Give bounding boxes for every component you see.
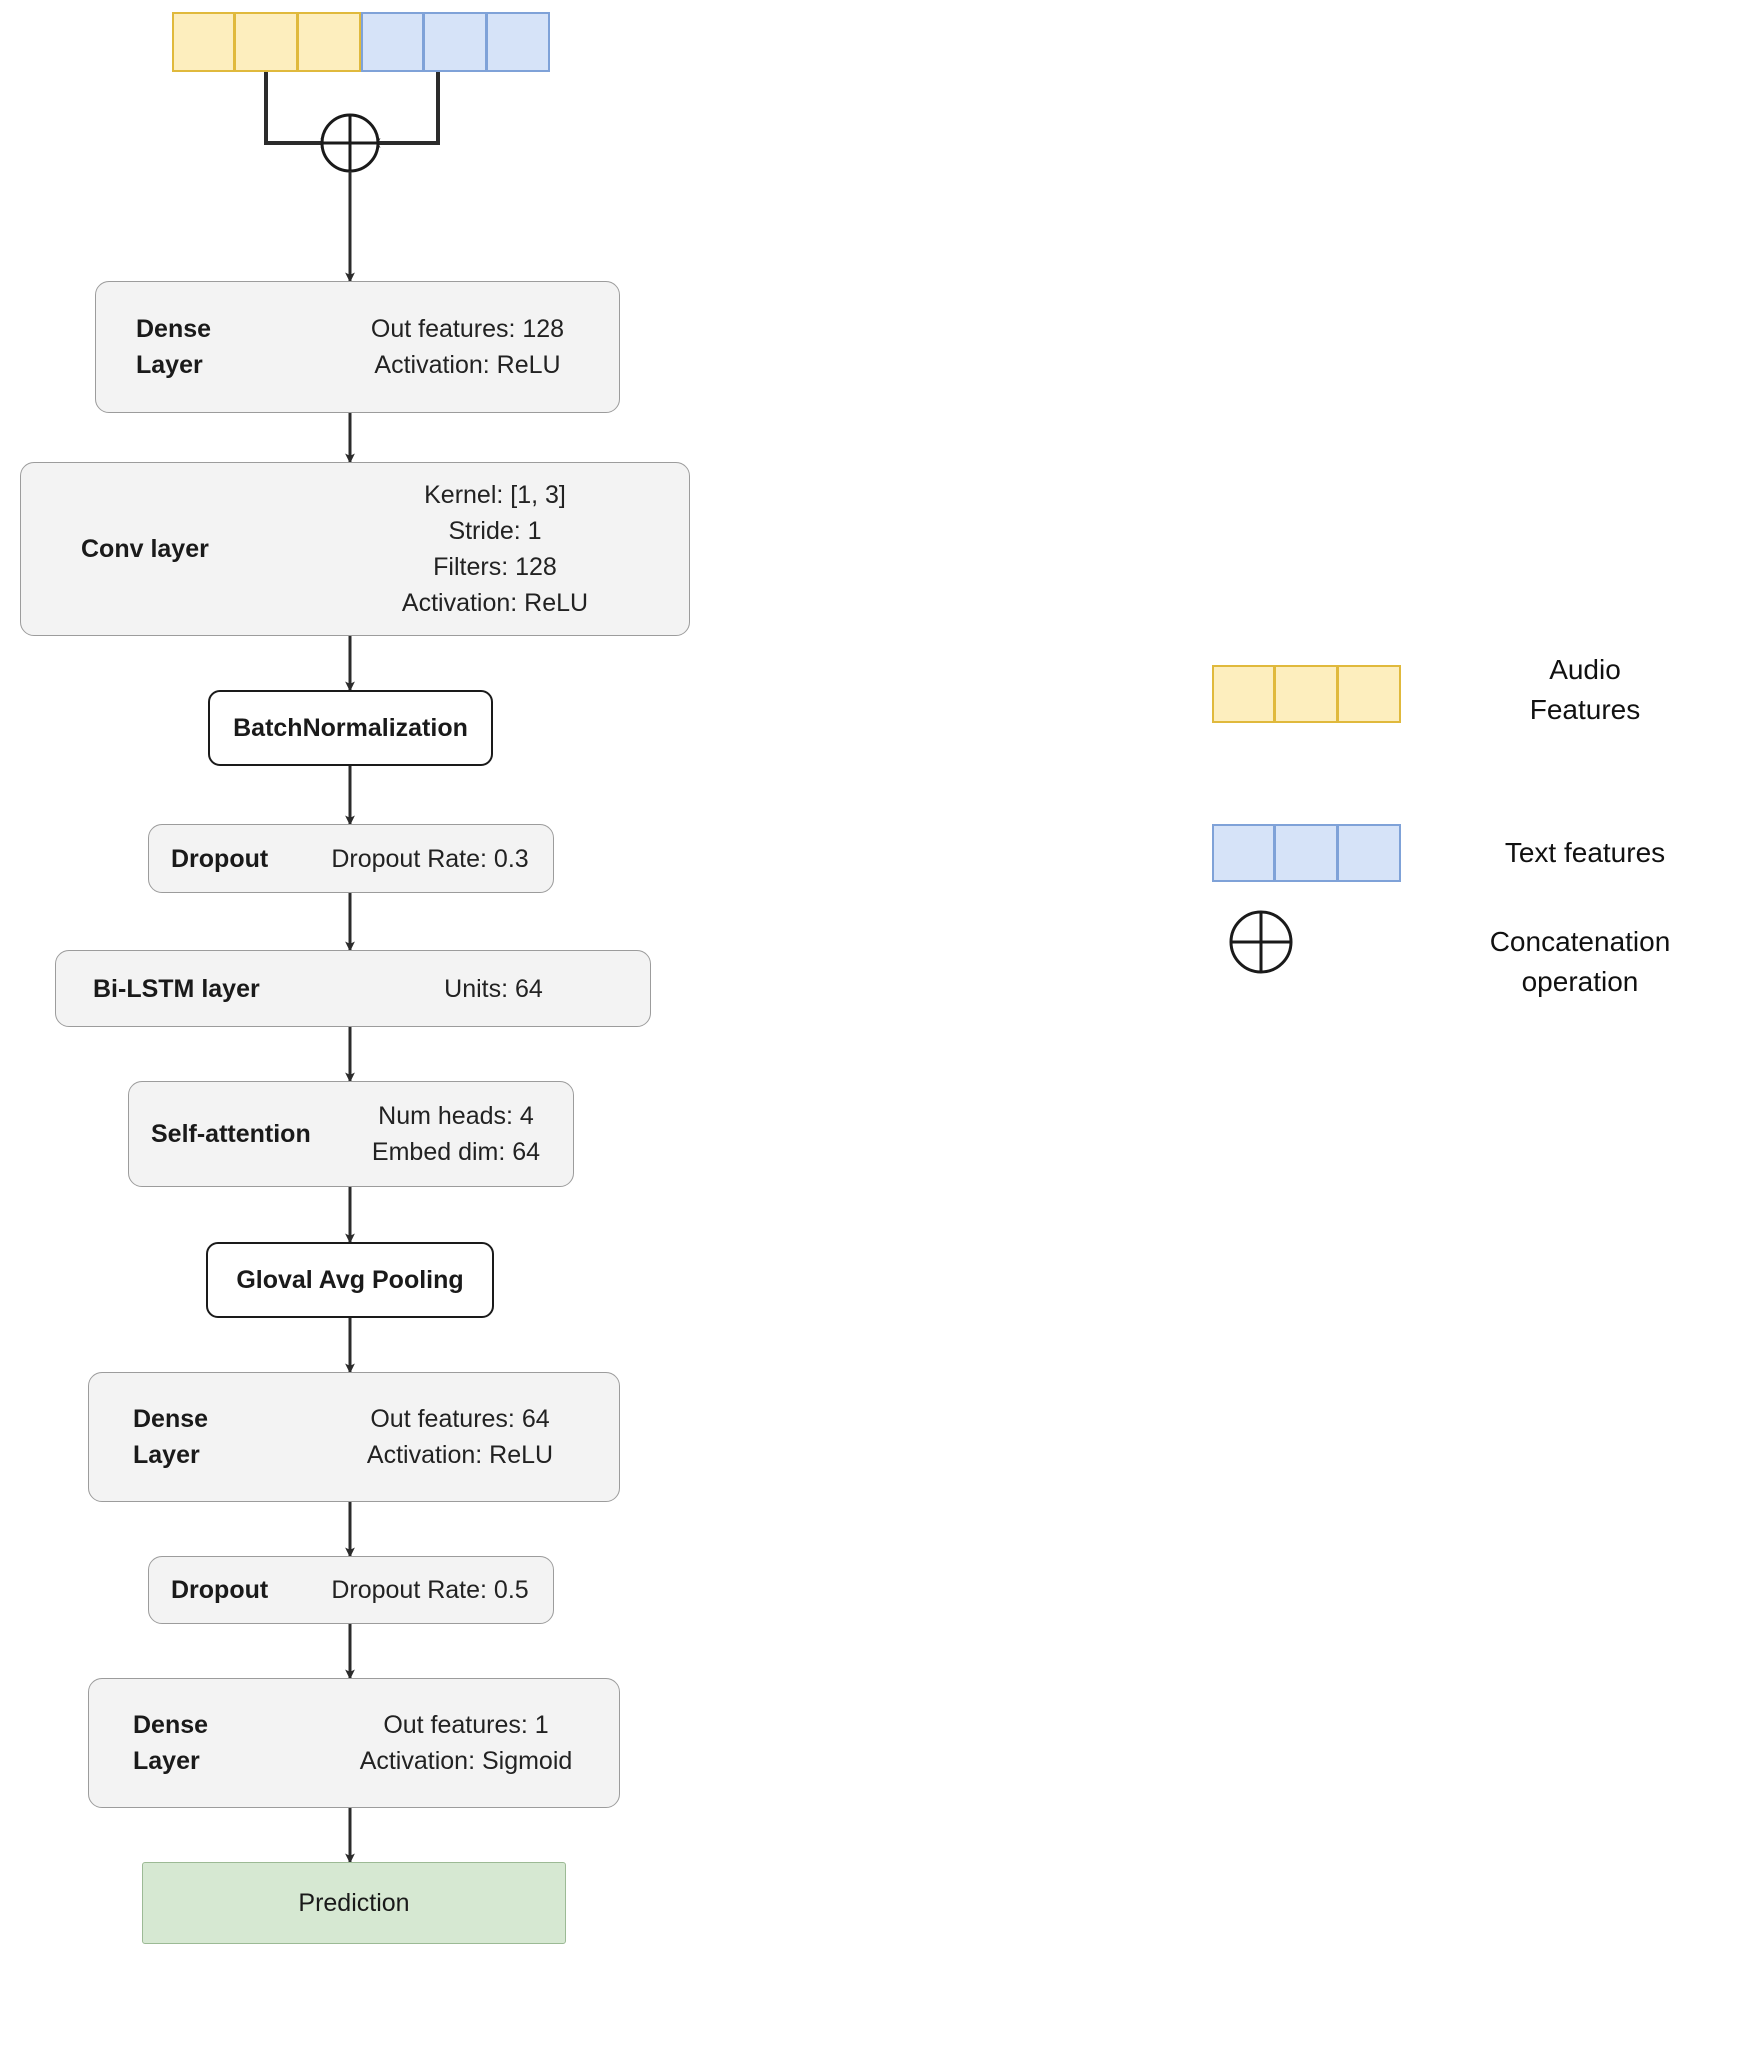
node-title: Dropout bbox=[171, 844, 269, 873]
node-dense-layer-3[interactable]: Dense Layer Out features: 1 Activation: … bbox=[88, 1678, 620, 1808]
node-params: Kernel: [1, 3] Stride: 1 Filters: 128 Ac… bbox=[401, 481, 589, 617]
audio-legend-cell bbox=[1275, 665, 1338, 723]
node-title: Gloval Avg Pooling bbox=[236, 1266, 464, 1294]
node-title: Dropout bbox=[171, 1576, 269, 1604]
node-params: Out features: 1 Activation: Sigmoid bbox=[359, 1711, 573, 1775]
node-params: Out features: 64 Activation: ReLU bbox=[366, 1405, 554, 1469]
node-title: BatchNormalization bbox=[233, 714, 468, 742]
audio-legend-cell bbox=[1212, 665, 1275, 723]
node-title: Prediction bbox=[298, 1889, 410, 1917]
text-legend-cell bbox=[1275, 824, 1338, 882]
audio-legend-cell bbox=[1338, 665, 1401, 723]
legend-label-text-features: Text features bbox=[1504, 837, 1666, 868]
audio-feature-cell bbox=[298, 12, 361, 72]
concat-circle bbox=[320, 113, 380, 173]
text-feature-cell bbox=[424, 12, 487, 72]
node-global-avg-pooling[interactable]: Gloval Avg Pooling bbox=[206, 1242, 494, 1318]
node-title: Dense Layer bbox=[133, 1711, 209, 1775]
node-params: Dropout Rate: 0.5 bbox=[331, 1576, 529, 1604]
node-params: Dropout Rate: 0.3 bbox=[331, 844, 529, 873]
node-dense-layer-2[interactable]: Dense Layer Out features: 64 Activation:… bbox=[88, 1372, 620, 1502]
node-params: Out features: 128 Activation: ReLU bbox=[370, 315, 565, 379]
text-legend-cell bbox=[1338, 824, 1401, 882]
node-title: Dense Layer bbox=[133, 1405, 209, 1469]
legend-concat-circle bbox=[1229, 910, 1293, 974]
node-params: Num heads: 4 Embed dim: 64 bbox=[371, 1102, 541, 1166]
text-legend-cell bbox=[1212, 824, 1275, 882]
legend-label-audio-features: Audio Features bbox=[1529, 654, 1641, 725]
node-params: Units: 64 bbox=[444, 974, 543, 1003]
audio-feature-cell bbox=[235, 12, 298, 72]
node-dense-layer-1[interactable]: Dense Layer Out features: 128 Activation… bbox=[95, 281, 620, 413]
node-batch-normalization[interactable]: BatchNormalization bbox=[208, 690, 493, 766]
legend-item-text-features bbox=[1212, 824, 1401, 882]
input-feature-strip bbox=[172, 12, 550, 72]
node-conv-layer[interactable]: Conv layer Kernel: [1, 3] Stride: 1 Filt… bbox=[20, 462, 690, 636]
node-title: Dense Layer bbox=[136, 315, 212, 379]
legend-label-concatenation: Concatenation operation bbox=[1489, 926, 1671, 997]
node-title: Conv layer bbox=[81, 535, 209, 563]
text-to-concat-wire bbox=[370, 72, 440, 148]
node-dropout-1[interactable]: Dropout Dropout Rate: 0.3 bbox=[148, 824, 554, 893]
legend-swatch-text-blocks bbox=[1212, 824, 1401, 882]
text-feature-cell bbox=[487, 12, 550, 72]
node-prediction[interactable]: Prediction bbox=[142, 1862, 566, 1944]
node-bi-lstm-layer[interactable]: Bi-LSTM layer Units: 64 bbox=[55, 950, 651, 1027]
legend-item-audio-features bbox=[1212, 665, 1401, 723]
audio-feature-cell bbox=[172, 12, 235, 72]
text-feature-cell bbox=[361, 12, 424, 72]
node-dropout-2[interactable]: Dropout Dropout Rate: 0.5 bbox=[148, 1556, 554, 1624]
audio-to-concat-wire bbox=[264, 72, 331, 148]
node-title: Bi-LSTM layer bbox=[93, 974, 260, 1003]
legend-swatch-audio-blocks bbox=[1212, 665, 1401, 723]
node-self-attention[interactable]: Self-attention Num heads: 4 Embed dim: 6… bbox=[128, 1081, 574, 1187]
node-title: Self-attention bbox=[151, 1120, 311, 1148]
